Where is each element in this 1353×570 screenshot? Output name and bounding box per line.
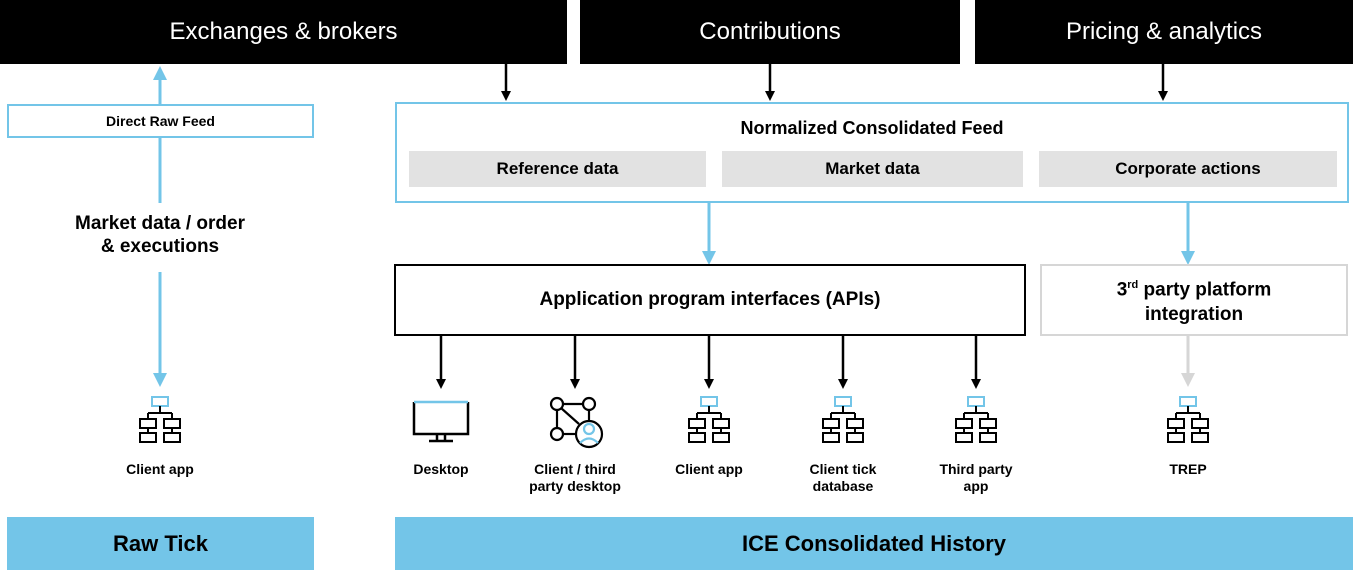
consolidated-feed-title: Normalized Consolidated Feed [740,118,1004,138]
consolidated-feed-box: Normalized Consolidated Feed Reference d… [395,102,1349,203]
network-app-icon [822,396,864,443]
endpoint-desktop-label: Desktop [413,461,469,477]
apis-label: Application program interfaces (APIs) [539,289,881,310]
network-app-icon [688,396,730,443]
raw-path-label-line2: & executions [100,236,220,257]
desktop-monitor-icon [412,400,470,443]
third-party-line2: integration [1144,303,1244,325]
source-pricing-label: Pricing & analytics [1065,18,1263,45]
apis-box: Application program interfaces (APIs) [394,264,1026,336]
raw-client-app-label: Client app [126,461,194,477]
third-party-integration-box: 3rd party platform integration [1040,264,1348,336]
network-app-icon [955,396,997,443]
category-reference-data: Reference data [409,151,706,187]
raw-tick-footer: Raw Tick [7,517,314,570]
ice-consolidated-history-footer: ICE Consolidated History [395,517,1353,570]
source-contributions-label: Contributions [699,18,841,45]
source-pricing-analytics: Pricing & analytics [975,0,1353,64]
endpoint-client-third-party-desktop-label: Client / third party desktop [529,461,621,494]
source-exchanges-label: Exchanges & brokers [169,18,398,45]
direct-raw-feed-box: Direct Raw Feed [7,104,314,138]
endpoint-client-app-label: Client app [675,461,743,477]
ice-consolidated-history-label: ICE Consolidated History [741,530,1007,556]
network-user-icon [549,396,604,449]
raw-tick-label: Raw Tick [113,530,208,556]
raw-path-label-line1: Market data / order [75,213,245,234]
network-app-icon [1167,396,1209,443]
endpoint-trep-label: TREP [1169,461,1207,477]
third-party-line1: 3rd party platform [1116,279,1272,301]
source-contributions: Contributions [580,0,960,64]
endpoint-third-party-app-label: Third party app [939,461,1013,494]
category-market-data: Market data [722,151,1023,187]
direct-raw-feed-label: Direct Raw Feed [106,113,215,129]
raw-path-label: Market data / order & executions [40,212,280,258]
endpoint-client-tick-database-label: Client tick database [809,461,877,494]
source-exchanges-brokers: Exchanges & brokers [0,0,567,64]
category-corporate-actions: Corporate actions [1039,151,1337,187]
network-app-icon [139,396,181,443]
